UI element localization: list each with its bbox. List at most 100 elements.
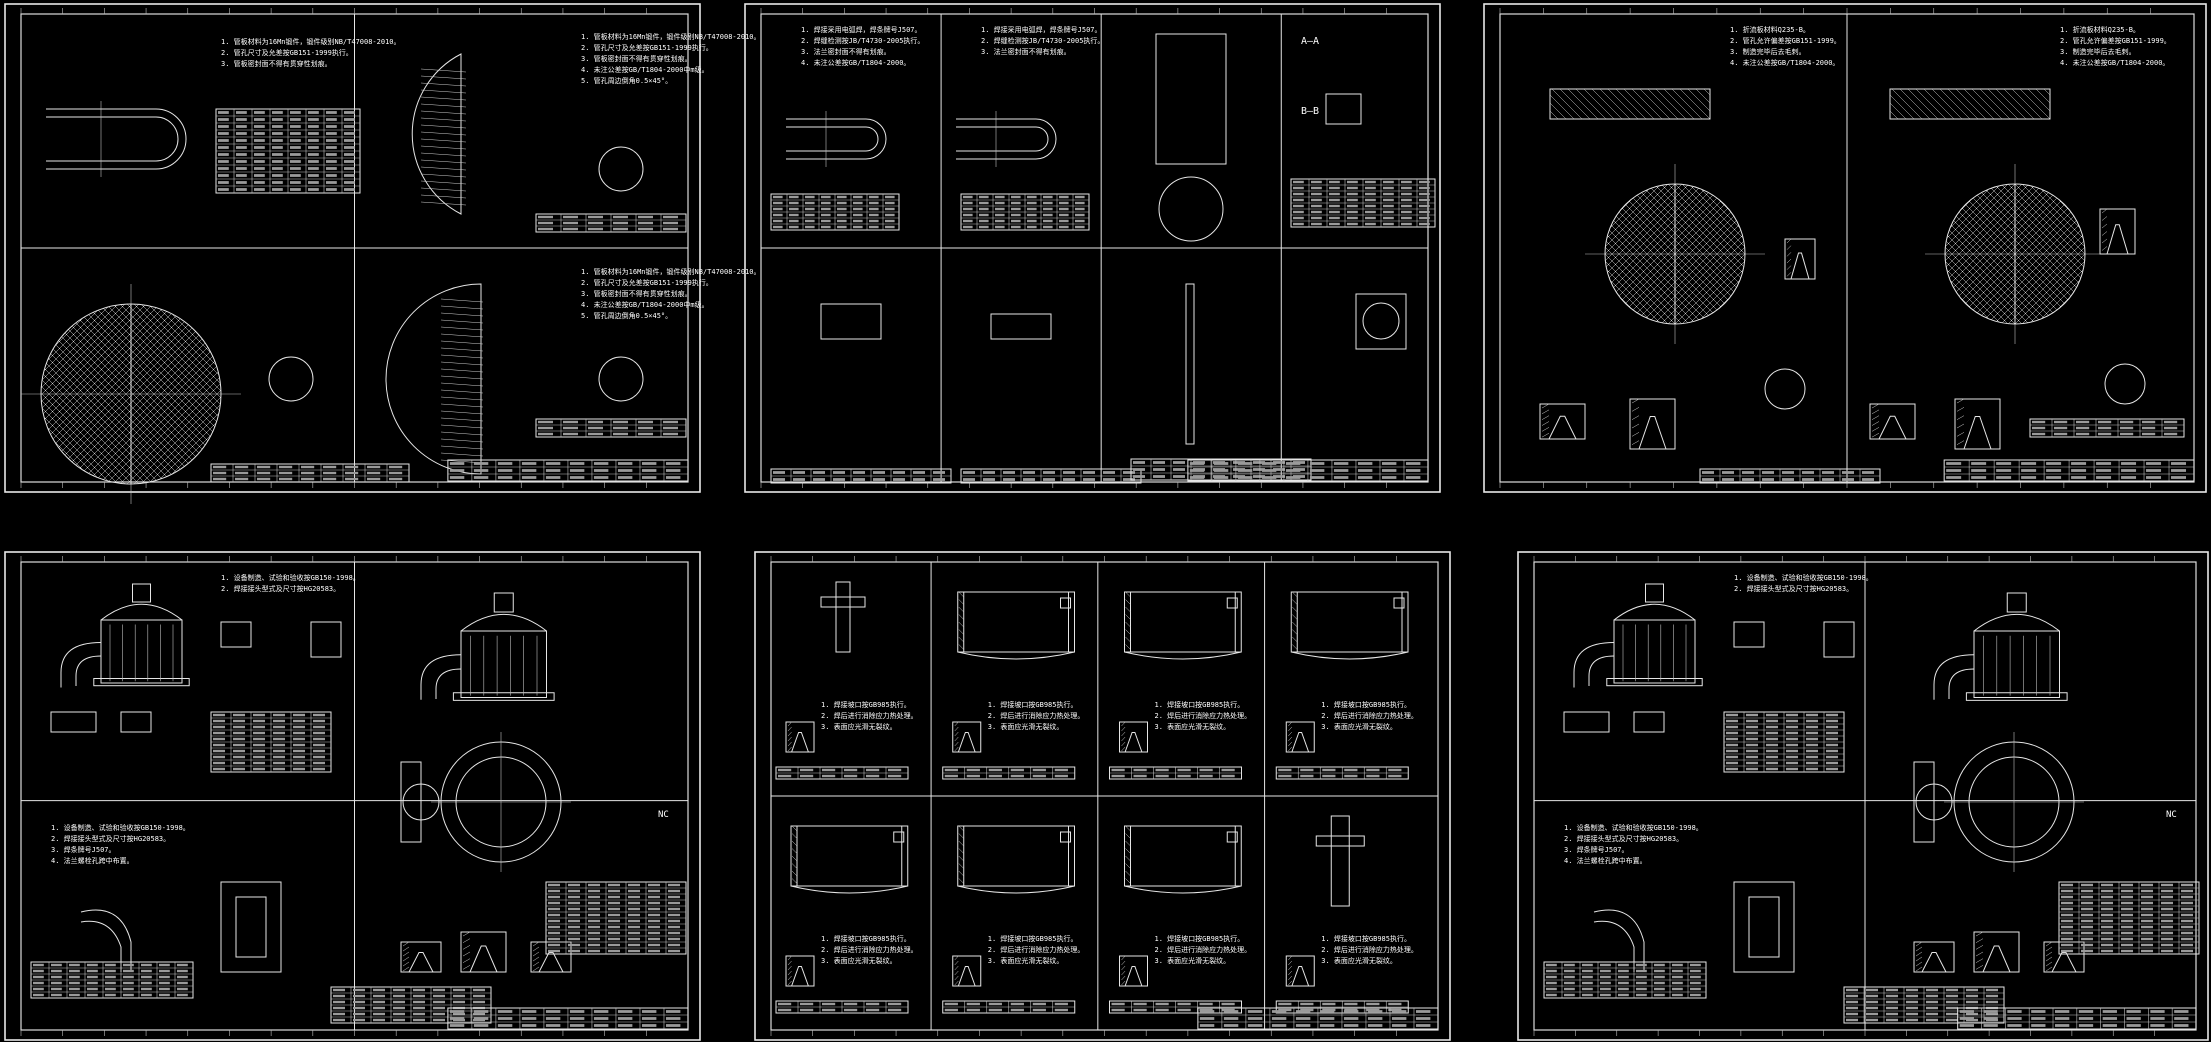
table-cell-text <box>1300 774 1314 778</box>
table-cell-text <box>2141 925 2153 929</box>
table-cell-text <box>2061 901 2073 905</box>
table-cell-text <box>1347 216 1358 220</box>
technical-note: 2. 管孔尺寸及允差按GB151-1999执行。 <box>581 278 713 287</box>
drawing-sheet-5: 1. 焊接坡口按GB985执行。2. 焊后进行消除应力热处理。3. 表面应光滑无… <box>754 551 1451 1041</box>
table-cell-text <box>773 195 783 199</box>
table-cell-text <box>1986 988 1998 992</box>
hatch-line <box>1292 621 1298 628</box>
nc-stamp: NC <box>658 810 669 820</box>
table-cell-text <box>1329 222 1340 226</box>
table-cell-text <box>1726 761 1738 765</box>
table-cell-text <box>2078 1017 2094 1020</box>
table-cell-text <box>821 225 831 229</box>
table-cell-text <box>773 471 785 474</box>
table-cell-text <box>1247 1017 1263 1020</box>
table-cell-text <box>273 749 285 753</box>
hatch-line <box>1288 960 1293 966</box>
hatch-line <box>1605 184 1655 324</box>
table-cell-text <box>1926 1006 1938 1010</box>
table-cell-text <box>1842 471 1854 474</box>
table-cell-text <box>353 1006 365 1010</box>
table-cell-text <box>1189 462 1205 465</box>
table-cell-text <box>1273 475 1285 478</box>
weld-groove <box>791 732 809 753</box>
table-cell-text <box>568 937 580 941</box>
table-cell-text <box>2121 883 2133 887</box>
hatch-line <box>2101 216 2108 221</box>
table-cell-text <box>963 471 975 474</box>
hatch-line <box>1688 184 1745 324</box>
table-cell-text <box>1032 768 1046 772</box>
table-cell-text <box>2146 469 2162 472</box>
table-cell-text <box>1636 975 1647 979</box>
table-cell-text <box>272 188 283 191</box>
hatch-line <box>140 304 221 484</box>
weld-detail-frame <box>1913 941 1955 973</box>
table-cell-text <box>105 963 116 967</box>
table-cell-text <box>837 207 847 211</box>
table-cell-text <box>1926 1012 1938 1016</box>
table-cell-text <box>1043 471 1055 474</box>
technical-note: 1. 管板材料为16Mn锻件，锻件级别NB/T47008-2010。 <box>581 267 761 276</box>
table-cell-text <box>236 181 247 184</box>
table-cell-text <box>617 1010 633 1013</box>
hatch-line <box>1871 421 1880 426</box>
table-cell-text <box>213 743 225 747</box>
table-cell-text <box>1722 478 1734 481</box>
technical-note: 2. 焊后进行消除应力热处理。 <box>821 945 918 954</box>
weld-detail-frame <box>1119 721 1148 753</box>
hatch-line <box>1995 88 2027 120</box>
hatch-line <box>1786 265 1792 270</box>
table-cell-text <box>1786 731 1798 735</box>
table-cell-text <box>413 988 425 992</box>
table-cell-text <box>1986 1018 1998 1022</box>
table-cell-text <box>1672 981 1683 985</box>
tube-sheet-half <box>411 53 462 215</box>
table-cell-text <box>1726 713 1738 717</box>
table-cell-text <box>1261 476 1277 479</box>
hatch-line <box>1121 975 1126 981</box>
table-cell-text <box>218 118 229 121</box>
hatch-line <box>958 870 964 877</box>
table-cell-text <box>2146 476 2162 479</box>
table-cell-text <box>1103 478 1115 481</box>
table-cell-text <box>1826 749 1838 753</box>
table-cell-text <box>218 111 229 114</box>
weld-detail-frame <box>952 721 982 753</box>
table-cell-text <box>1329 210 1340 214</box>
table-cell-text <box>1075 213 1085 217</box>
table-cell-text <box>87 975 98 979</box>
table-cell-text <box>2120 432 2134 436</box>
table-cell-text <box>2081 925 2093 929</box>
table-cell-text <box>893 478 905 481</box>
table-cell-text <box>1027 219 1037 223</box>
table-cell-text <box>1366 1008 1380 1012</box>
hatch-line <box>958 840 964 847</box>
table-cell-text <box>944 774 958 778</box>
table-cell-text <box>290 132 301 135</box>
table-cell-text <box>279 465 293 469</box>
weld-groove <box>957 732 976 753</box>
table-cell-text <box>1600 963 1611 967</box>
hatch-line <box>440 298 484 303</box>
table-cell-text <box>2142 426 2156 430</box>
technical-note: 3. 表面应光滑无裂纹。 <box>1155 722 1231 731</box>
table-cell-text <box>641 1010 657 1013</box>
table-cell-text <box>1966 994 1978 998</box>
table-cell-text <box>1253 468 1265 471</box>
table-cell-text <box>2181 913 2193 917</box>
table-cell-text <box>853 471 865 474</box>
table-cell-text <box>988 1002 1002 1006</box>
table-cell-text <box>51 975 62 979</box>
table-cell-text <box>1746 761 1758 765</box>
table-cell-text <box>588 215 603 219</box>
weld-detail-frame <box>1629 398 1676 450</box>
table-cell-text <box>218 167 229 170</box>
weld-groove <box>1291 732 1310 753</box>
table-cell-text <box>1199 1008 1213 1012</box>
table-cell-text <box>1010 1002 1024 1006</box>
table-cell-text <box>373 994 385 998</box>
table-cell-text <box>1966 1018 1978 1022</box>
table-cell-text <box>1806 719 1818 723</box>
table-cell-text <box>1043 195 1053 199</box>
